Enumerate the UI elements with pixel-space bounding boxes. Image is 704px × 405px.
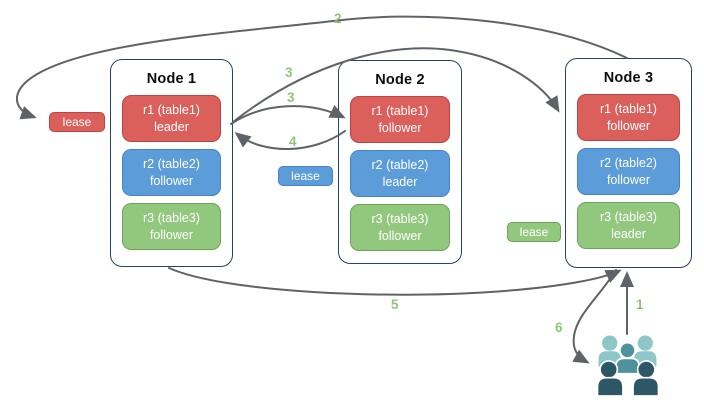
node-3-replica-r2: r2 (table2) follower xyxy=(577,148,680,195)
replica-name: r1 (table1) xyxy=(371,104,429,118)
node-1-replica-r1: r1 (table1) leader xyxy=(122,95,221,142)
replica-name: r3 (table3) xyxy=(143,211,200,225)
lease-badge-r3: lease xyxy=(507,222,561,242)
replica-role: follower xyxy=(378,120,422,135)
replica-name: r1 (table1) xyxy=(143,103,200,117)
arrow-5-node1-to-node3 xyxy=(168,267,622,296)
node-3-replica-r1: r1 (table1) follower xyxy=(577,94,680,141)
node-3-replica-r3: r3 (table3) leader xyxy=(577,202,680,249)
node-2-replica-r2: r2 (table2) leader xyxy=(350,150,450,197)
node-1-replica-r2: r2 (table2) follower xyxy=(122,149,221,196)
replica-name: r3 (table3) xyxy=(371,212,429,226)
node-3-title: Node 3 xyxy=(603,70,654,86)
step-label-5: 5 xyxy=(391,297,399,312)
node-1-box: Node 1 r1 (table1) leader r2 (table2) fo… xyxy=(110,59,233,267)
replica-role: follower xyxy=(378,228,422,243)
replica-name: r2 (table2) xyxy=(143,157,200,171)
replica-role: leader xyxy=(611,226,646,241)
replica-role: follower xyxy=(606,172,651,187)
step-label-2: 2 xyxy=(334,11,342,26)
arrow-3-node1-to-node2 xyxy=(230,105,346,125)
replica-role: follower xyxy=(149,173,194,188)
replica-role: follower xyxy=(149,227,194,242)
node-2-box: Node 2 r1 (table1) follower r2 (table2) … xyxy=(338,60,462,264)
node-2-replica-r1: r1 (table1) follower xyxy=(350,96,450,143)
step-label-1: 1 xyxy=(636,297,644,312)
step-label-6: 6 xyxy=(555,320,563,335)
replica-name: r2 (table2) xyxy=(371,158,429,172)
replica-role: leader xyxy=(382,174,418,189)
users-group-icon xyxy=(596,335,660,397)
replica-name: r3 (table3) xyxy=(600,210,657,224)
node-3-box: Node 3 r1 (table1) follower r2 (table2) … xyxy=(565,58,692,268)
replica-name: r2 (table2) xyxy=(600,156,657,170)
step-label-4: 4 xyxy=(289,134,297,149)
lease-badge-r1: lease xyxy=(49,112,105,132)
node-1-title: Node 1 xyxy=(146,71,197,87)
replica-role: leader xyxy=(154,119,189,134)
node-2-replica-r3: r3 (table3) follower xyxy=(350,204,450,251)
arrow-2-node3-to-lease xyxy=(16,15,628,120)
replica-name: r1 (table1) xyxy=(600,102,657,116)
node-2-title: Node 2 xyxy=(375,72,425,88)
lease-badge-r2: lease xyxy=(278,166,333,186)
node-1-replica-r3: r3 (table3) follower xyxy=(122,203,221,250)
replica-role: follower xyxy=(606,118,651,133)
step-label-3a: 3 xyxy=(285,65,293,80)
step-label-3b: 3 xyxy=(287,90,295,105)
